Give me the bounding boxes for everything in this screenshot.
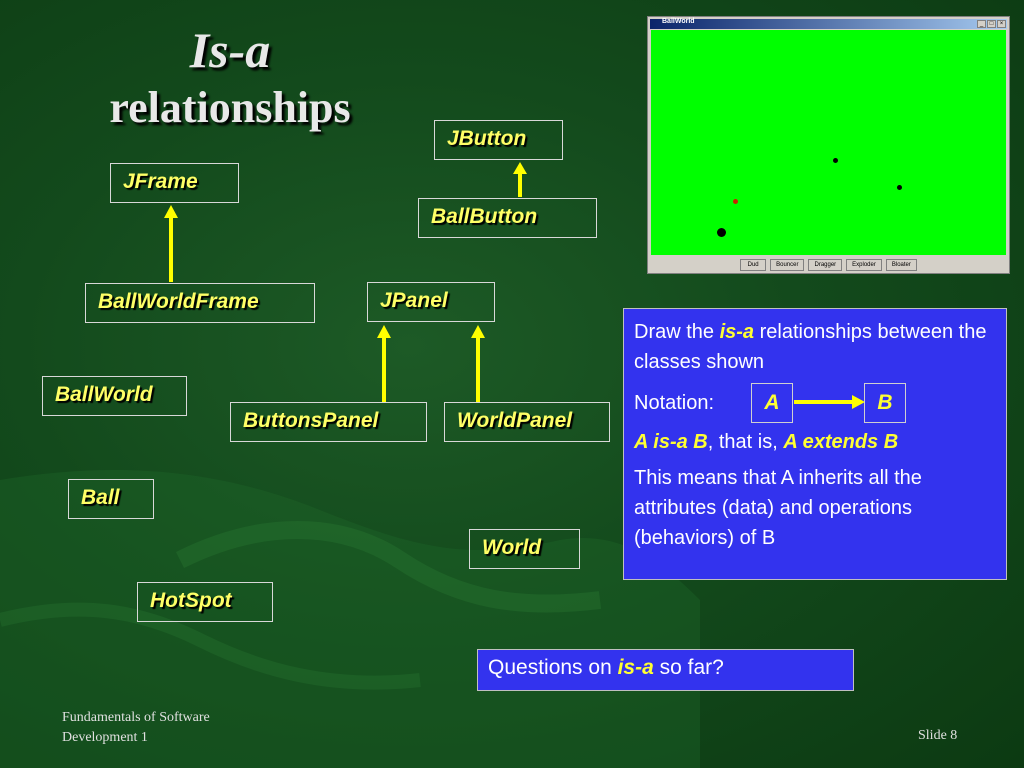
arrow-worldpanel-to-jpanel <box>471 325 485 402</box>
bouncer-button[interactable]: Bouncer <box>770 259 805 271</box>
footer-line1: Fundamentals of Software <box>62 710 210 725</box>
instruction-text: Draw the is-a relationships between the … <box>634 317 996 377</box>
question-box: Questions on is-a so far? <box>477 649 854 691</box>
explanation-text: This means that A inherits all the attri… <box>634 467 922 549</box>
window-title: BallWorld <box>662 18 695 25</box>
footer-course: Fundamentals of Software Development 1 <box>62 708 210 748</box>
instruction-post: relationships between the classes shown <box>634 321 987 373</box>
exploder-button[interactable]: Exploder <box>846 259 882 271</box>
world-canvas[interactable] <box>651 30 1006 255</box>
question-highlight: is-a <box>617 656 654 679</box>
question-pre: Questions on <box>488 656 618 679</box>
arrow-buttonspanel-to-jpanel <box>377 325 391 402</box>
slide-title: Is-a relationships <box>40 22 420 138</box>
notation-label: Notation: <box>634 392 715 414</box>
ball <box>717 228 726 237</box>
minimize-icon[interactable]: _ <box>977 20 986 28</box>
class-world: World <box>469 529 580 569</box>
class-ballbutton: BallButton <box>418 198 597 238</box>
class-buttonspanel: ButtonsPanel <box>230 402 427 442</box>
notation-arrow-icon <box>794 395 865 409</box>
class-ballworldframe: BallWorldFrame <box>85 283 315 323</box>
notation-row: Notation: A B <box>634 383 996 423</box>
relationship-mid: , that is, <box>707 431 784 453</box>
arrow-ballworldframe-to-jframe <box>164 205 178 282</box>
notation-box-b: B <box>864 383 906 423</box>
arrow-ballbutton-to-jbutton <box>513 162 527 197</box>
class-hotspot: HotSpot <box>137 582 273 622</box>
slide-number: Slide 8 <box>918 728 958 743</box>
instruction-pre: Draw the <box>634 321 720 343</box>
title-line1: Is-a <box>189 22 271 78</box>
ball <box>897 185 902 190</box>
ballworld-window: BallWorld _ □ × Dud Bouncer Dragger Expl… <box>647 16 1010 274</box>
class-jbutton: JButton <box>434 120 563 160</box>
bloater-button[interactable]: Bloater <box>885 259 917 271</box>
maximize-icon[interactable]: □ <box>987 20 996 28</box>
relationship-highlight-2: A extends B <box>783 431 899 453</box>
ball <box>833 158 838 163</box>
dragger-button[interactable]: Dragger <box>808 259 843 271</box>
title-line2: relationships <box>109 83 351 132</box>
class-jframe: JFrame <box>110 163 239 203</box>
class-ball: Ball <box>68 479 154 519</box>
window-titlebar: BallWorld _ □ × <box>650 18 1007 29</box>
relationship-text: A is-a B, that is, A extends B <box>634 427 996 457</box>
class-ballworld: BallWorld <box>42 376 187 416</box>
footer-line2: Development 1 <box>62 730 148 745</box>
buttons-panel: Dud Bouncer Dragger Exploder Bloater <box>648 257 1009 273</box>
close-icon[interactable]: × <box>997 20 1006 28</box>
instruction-box: Draw the is-a relationships between the … <box>623 308 1007 580</box>
instruction-highlight: is-a <box>719 321 755 343</box>
class-jpanel: JPanel <box>367 282 495 322</box>
class-worldpanel: WorldPanel <box>444 402 610 442</box>
dud-button[interactable]: Dud <box>740 259 767 271</box>
ball <box>733 199 738 204</box>
notation-box-a: A <box>751 383 793 423</box>
question-post: so far? <box>653 656 724 679</box>
relationship-highlight: A is-a B <box>634 431 708 453</box>
